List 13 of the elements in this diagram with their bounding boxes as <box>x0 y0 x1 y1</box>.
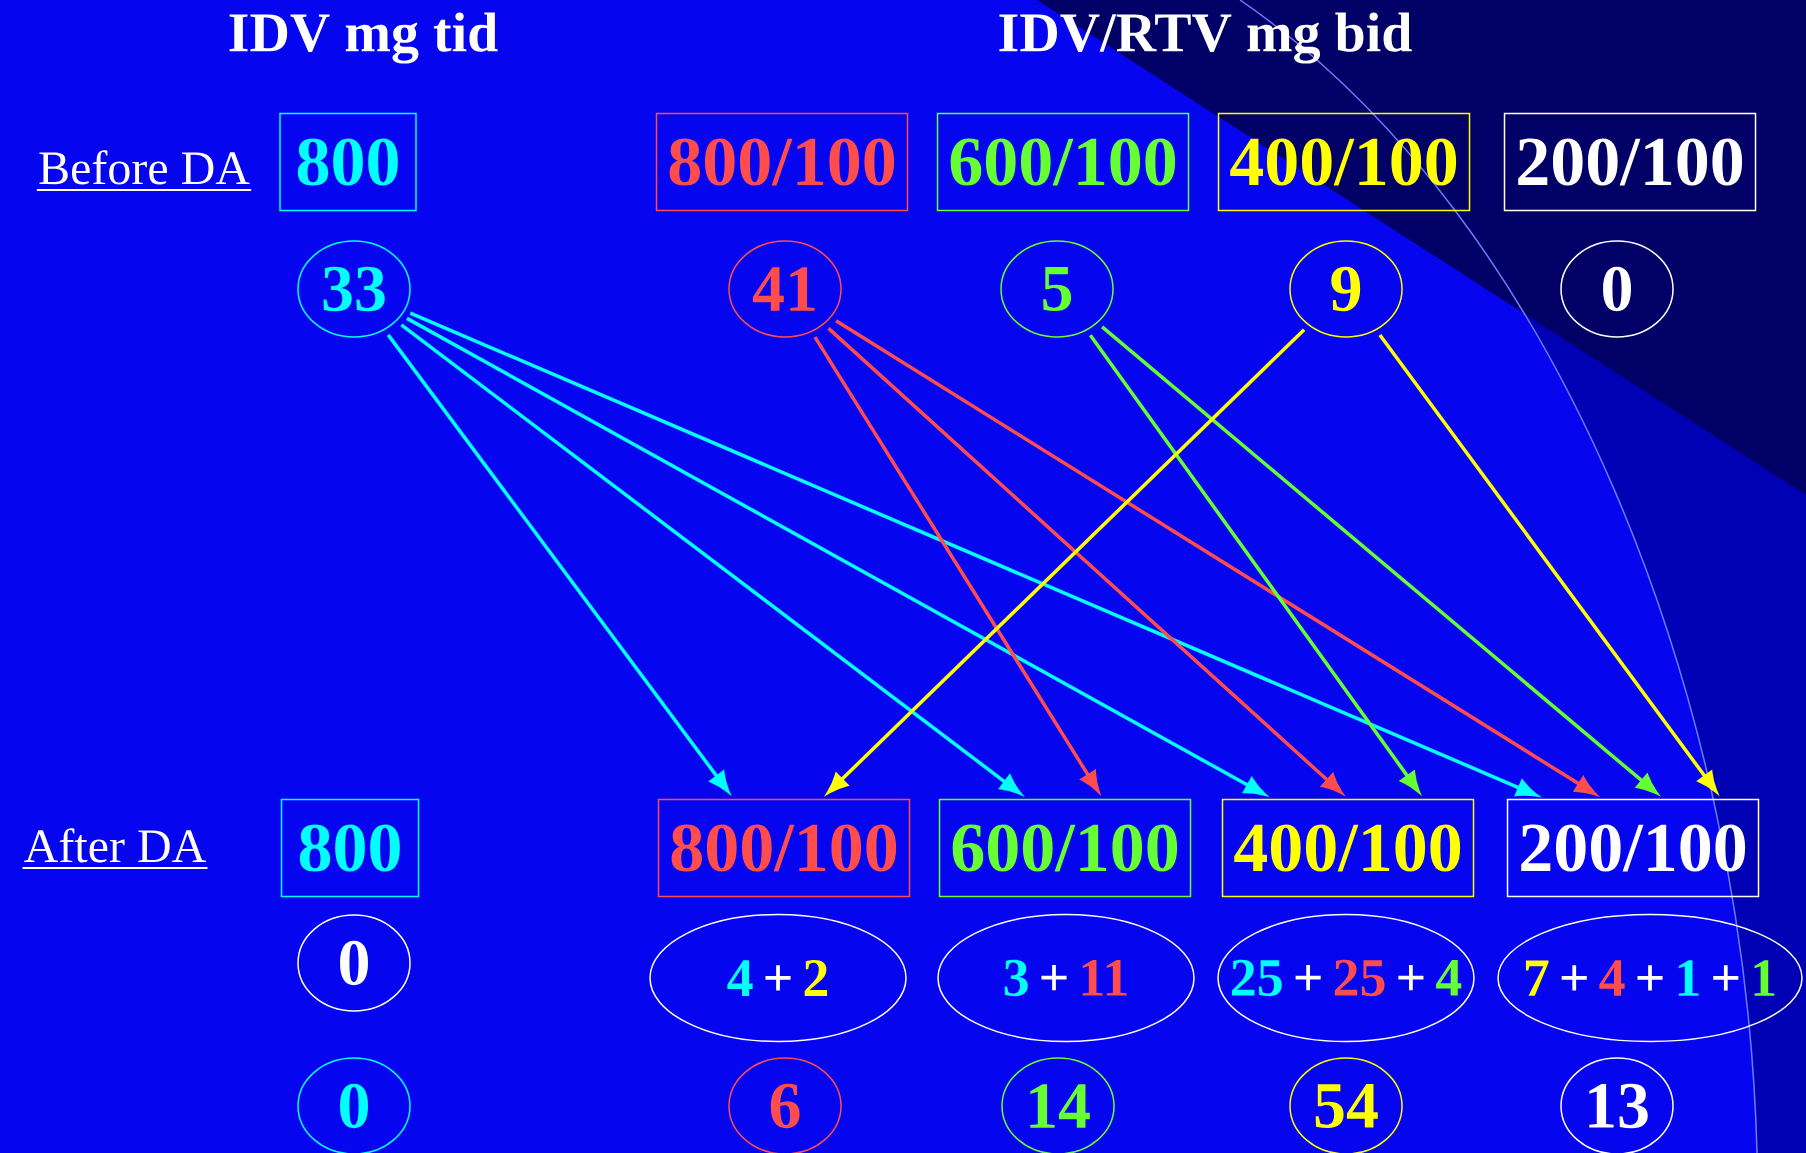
dose-box: 800 <box>279 112 417 212</box>
row-label: After DA <box>21 828 209 869</box>
row-label: Before DA <box>35 150 253 191</box>
dose-box: 400/100 <box>1221 798 1475 898</box>
dose-box: 600/100 <box>936 112 1190 212</box>
dose-box: 400/100 <box>1217 112 1471 212</box>
dose-box: 800 <box>280 798 420 898</box>
dose-box: 800/100 <box>655 112 909 212</box>
dose-box: 200/100 <box>1503 112 1757 212</box>
heading: IDV mg tid <box>229 12 498 64</box>
dose-box: 600/100 <box>938 798 1192 898</box>
dose-box: 200/100 <box>1506 798 1760 898</box>
dose-box: 800/100 <box>657 798 911 898</box>
